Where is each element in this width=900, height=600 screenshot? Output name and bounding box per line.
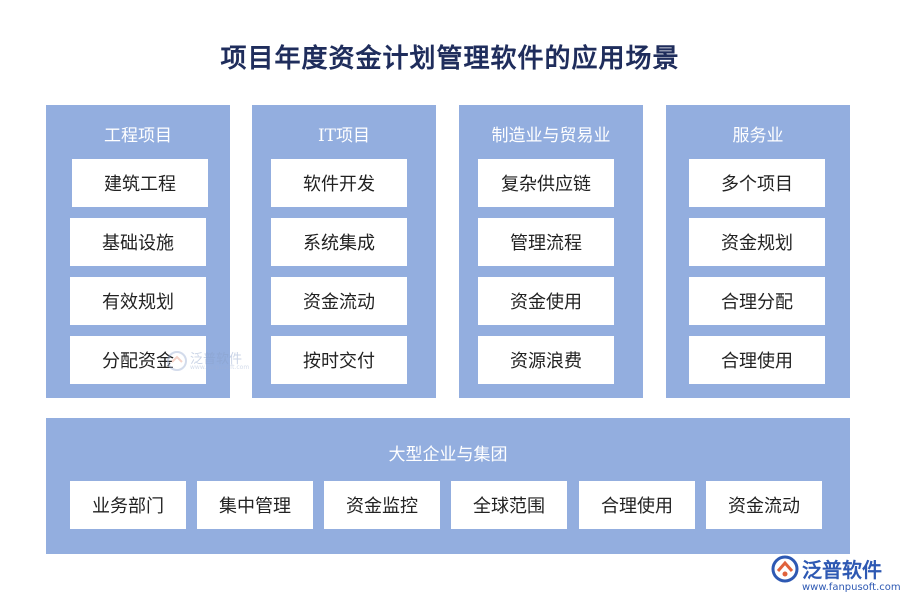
- panel-title: 服务业: [732, 126, 784, 146]
- item-box: 分配资金: [70, 336, 206, 384]
- brand-logo-icon: [771, 555, 799, 583]
- panel-service: 服务业 多个项目 资金规划 合理分配 合理使用: [666, 105, 850, 398]
- watermark-text: 泛普软件: [190, 352, 243, 367]
- item-box: 集中管理: [197, 481, 313, 529]
- panel-title: 制造业与贸易业: [491, 126, 611, 146]
- item-box: 资金使用: [478, 277, 614, 325]
- watermark-url: www.fanpusoft.com: [190, 364, 250, 371]
- item-box: 系统集成: [271, 218, 407, 266]
- item-box: 合理分配: [689, 277, 825, 325]
- panel-manufacturing: 制造业与贸易业 复杂供应链 管理流程 资金使用 资源浪费: [459, 105, 643, 398]
- item-box: 建筑工程: [72, 159, 208, 207]
- brand-name: 泛普软件: [802, 558, 882, 582]
- item-box: 复杂供应链: [478, 159, 614, 207]
- panel-title: 工程项目: [104, 126, 172, 146]
- panel-it: IT项目 软件开发 系统集成 资金流动 按时交付: [252, 105, 436, 398]
- item-box: 资金监控: [324, 481, 440, 529]
- item-box: 业务部门: [70, 481, 186, 529]
- panel-title: IT项目: [317, 126, 371, 146]
- item-box: 资金流动: [271, 277, 407, 325]
- watermark: 泛普软件 www.fanpusoft.com: [164, 344, 254, 376]
- item-box: 资金流动: [706, 481, 822, 529]
- item-box: 资源浪费: [478, 336, 614, 384]
- item-box: 软件开发: [271, 159, 407, 207]
- item-box: 合理使用: [579, 481, 695, 529]
- brand-logo: 泛普软件 www.fanpusoft.com: [768, 554, 900, 598]
- brand-url: www.fanpusoft.com: [802, 582, 900, 593]
- item-box: 基础设施: [70, 218, 206, 266]
- item-box: 管理流程: [478, 218, 614, 266]
- item-box: 合理使用: [689, 336, 825, 384]
- panel-engineering: 工程项目 建筑工程 基础设施 有效规划 分配资金: [46, 105, 230, 398]
- item-box: 资金规划: [689, 218, 825, 266]
- panel-title: 大型企业与集团: [388, 445, 508, 465]
- item-box: 全球范围: [451, 481, 567, 529]
- watermark-logo-icon: [167, 351, 187, 371]
- item-box: 多个项目: [689, 159, 825, 207]
- panel-enterprise: 大型企业与集团 业务部门 集中管理 资金监控 全球范围 合理使用 资金流动: [46, 418, 850, 554]
- page-title: 项目年度资金计划管理软件的应用场景: [220, 44, 680, 74]
- item-box: 有效规划: [70, 277, 206, 325]
- item-box: 按时交付: [271, 336, 407, 384]
